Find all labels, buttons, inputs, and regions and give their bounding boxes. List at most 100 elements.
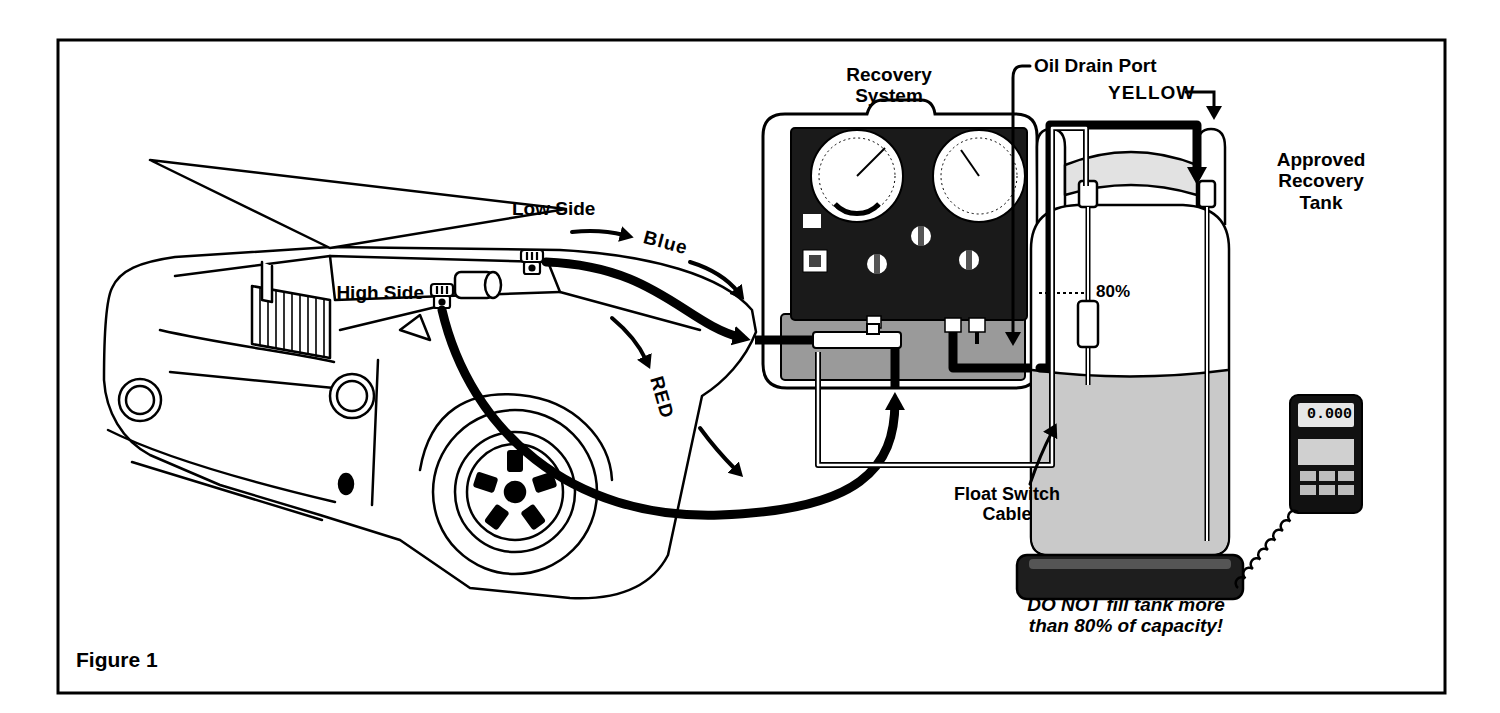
float-switch-cable [818, 128, 1086, 465]
node-heading: 0.000 [1300, 407, 1352, 424]
car-drawing-part [170, 372, 334, 388]
recovery-machine-outline-part [803, 214, 821, 228]
electronic-scale-outline-part [1300, 471, 1354, 495]
scale-cord [1236, 511, 1298, 588]
car-drawing-part [485, 272, 501, 298]
fill-level-mark: 80% [1096, 282, 1156, 301]
node-heading: High Side [324, 282, 424, 303]
electronic-scale: 0.000 [1290, 395, 1362, 513]
electronic-scale-outline-part [1298, 439, 1354, 465]
recovery-machine-outline-part [803, 250, 827, 272]
car-wheel-part-part [532, 471, 558, 493]
recovery-machine-outline-part [813, 332, 901, 348]
car-wheel-part-part [520, 503, 546, 530]
recovery-tank-outline-part-part [1205, 207, 1210, 541]
car-wheel-part [467, 444, 563, 540]
recovery-machine-outline-part [975, 332, 979, 344]
flow-arrow-part [572, 231, 624, 235]
service-port-outline-part-part [431, 284, 453, 296]
callout-label: Float Switch Cable [948, 484, 1066, 524]
car-drawing [104, 160, 756, 598]
service-port-outline-part [521, 250, 543, 274]
scale-cord-part [1236, 511, 1298, 588]
car-drawing-part [262, 262, 272, 302]
electronic-scale-outline-part-part [1319, 471, 1335, 481]
node-heading: Low Side [512, 198, 652, 219]
car-drawing-part [104, 247, 756, 598]
electronic-scale-outline-part-part [1300, 471, 1316, 481]
node-heading: Approved Recovery Tank [1255, 149, 1387, 213]
recovery-machine-outline-part [969, 318, 985, 332]
leader-line [1013, 66, 1214, 484]
recovery-machine-outline-part [933, 130, 1025, 222]
recovery-tank-outline-part-part [1079, 181, 1097, 207]
recovery-machine-outline-part [819, 138, 895, 214]
recovery-machine-outline-part [867, 254, 887, 274]
recovery-tank: Approved Recovery Tank [1025, 205, 1235, 599]
electronic-scale-outline-part-part [1338, 471, 1354, 481]
recovery-machine-outline-part [966, 250, 972, 270]
recovery-machine-outline-part [959, 250, 979, 270]
electronic-scale-outline-part [1290, 395, 1362, 513]
recovery-tank-outline-part-part [1199, 181, 1215, 207]
car-wheel-part-part [484, 503, 510, 530]
flow-arrow-part [612, 318, 646, 360]
service-port-outline-part-part [440, 300, 445, 305]
flow-arrow-part [700, 428, 736, 470]
car-drawing-part [548, 262, 700, 330]
car-drawing-part [126, 386, 154, 414]
electronic-scale-outline-part-part [1338, 485, 1354, 495]
service-port-outline-part-part [527, 252, 537, 260]
service-port-outline-part [431, 284, 453, 308]
car-wheel-part-part [473, 471, 499, 493]
service-port-outline [428, 282, 456, 310]
recovery-machine-outline-part [941, 138, 1017, 214]
service-port-outline-part-part [530, 266, 535, 271]
recovery-tank-outline-part-part [1032, 370, 1228, 377]
figure-caption: Figure 1 [76, 648, 158, 672]
recovery-machine-outline-part [953, 332, 1040, 368]
recovery-machine-outline-part [811, 130, 903, 222]
recovery-tank-outline-part-part [1078, 301, 1098, 347]
service-port-outline-part-part [434, 296, 450, 308]
recovery-tank-outline-part [1017, 129, 1243, 599]
recovery-tank-outline-part-part [1017, 555, 1243, 599]
service-port-outline-part-part [437, 286, 447, 294]
flow-arrow-part [690, 262, 738, 292]
electronic-scale-outline-part-part [1319, 485, 1335, 495]
service-port: Low Side [518, 248, 546, 276]
float-switch-cable-part [818, 128, 1086, 465]
car-wheel [433, 410, 597, 574]
recovery-machine-outline-part [809, 255, 821, 267]
recovery-tank-outline-part-part [1039, 292, 1087, 294]
flow-arrow [572, 231, 738, 470]
recovery-machine-outline-part [763, 100, 1039, 388]
callout-label: Oil Drain Port [1034, 55, 1194, 76]
recovery-machine-outline-part [918, 226, 924, 246]
car-wheel-part [473, 450, 558, 531]
car-drawing-part [119, 379, 161, 421]
float-switch-cable-part [818, 128, 1086, 465]
car-drawing-part [372, 360, 378, 505]
electronic-scale-outline-part [1298, 403, 1354, 427]
leader-line-part [1030, 432, 1052, 484]
service-port: High Side [428, 282, 456, 310]
warning-note: DO NOT fill tank more than 80% of capaci… [1010, 594, 1242, 637]
refrigerant-hose [1040, 125, 1197, 368]
recovery-machine-outline-part [835, 204, 879, 214]
car-wheel-part [455, 432, 575, 552]
recovery-machine-outline-part [874, 254, 880, 274]
car-wheel-part [505, 482, 525, 502]
car-drawing-part [150, 160, 566, 248]
recovery-machine-outline [755, 108, 1040, 388]
figure-frame [58, 40, 1445, 693]
recovery-machine-outline-part [911, 226, 931, 246]
car-drawing-part [337, 381, 367, 411]
service-port-outline-part-part [521, 250, 543, 262]
car-drawing-part [400, 315, 430, 340]
